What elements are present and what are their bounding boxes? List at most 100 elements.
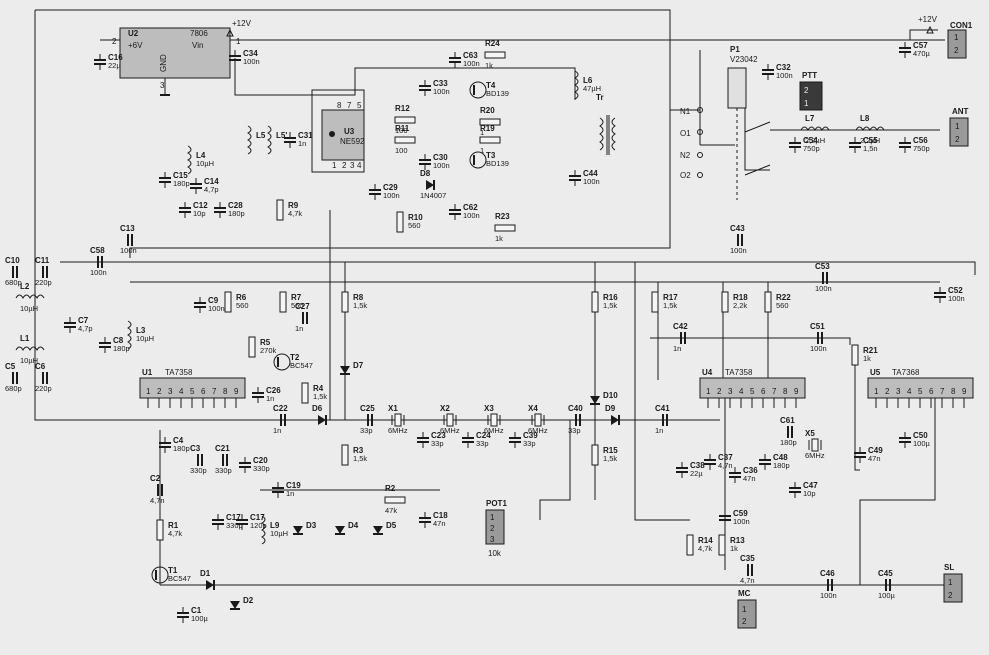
u1-pin: 6 bbox=[201, 387, 206, 396]
u2-p2: 2 bbox=[112, 37, 117, 46]
c39-value: 33p bbox=[523, 439, 536, 448]
c61-ref: C61 bbox=[780, 416, 795, 425]
l9-value: 10µH bbox=[270, 529, 288, 538]
c14-value: 4,7p bbox=[204, 185, 219, 194]
c21-value: 330p bbox=[215, 466, 232, 475]
connector-sl: SL 1 2 bbox=[943, 563, 963, 603]
u3-body bbox=[321, 109, 365, 161]
u1-pin: 8 bbox=[223, 387, 228, 396]
c34-value: 100n bbox=[243, 57, 260, 66]
l8-ref: L8 bbox=[860, 114, 870, 123]
u4-ref: U4 bbox=[702, 368, 713, 377]
c45-value: 100µ bbox=[878, 591, 896, 600]
c12-ref: C12 bbox=[193, 201, 208, 210]
r15-ref: R15 bbox=[603, 446, 618, 455]
l4-value: 10µH bbox=[196, 159, 214, 168]
r2-value: 47k bbox=[385, 506, 397, 515]
c30-value: 100n bbox=[433, 161, 450, 170]
r20-ref: R20 bbox=[480, 106, 495, 115]
c41-ref: C41 bbox=[655, 404, 670, 413]
r12-value: 100 bbox=[395, 126, 408, 135]
l5-ref: L5 bbox=[256, 131, 266, 140]
c43-ref: C43 bbox=[730, 224, 745, 233]
c54-ref: C54 bbox=[803, 136, 818, 145]
c20-value: 330p bbox=[253, 464, 270, 473]
x3-value: 6MHz bbox=[484, 426, 504, 435]
r18-value: 2,2k bbox=[733, 301, 747, 310]
c12-value: 10p bbox=[193, 209, 206, 218]
c49-ref: C49 bbox=[868, 446, 883, 455]
c56-value: 750p bbox=[913, 144, 930, 153]
c17a-value: 330p bbox=[226, 521, 243, 530]
r23-ref: R23 bbox=[495, 212, 510, 221]
x2-ref: X2 bbox=[440, 404, 450, 413]
ic-u3: U3 NE592 8 7 5 1 2 3 4 bbox=[311, 89, 365, 173]
r8-ref: R8 bbox=[353, 293, 364, 302]
c29-value: 100n bbox=[383, 191, 400, 200]
c31-value: 1n bbox=[298, 139, 306, 148]
c58-value: 100n bbox=[90, 268, 107, 277]
component-r9: R94,7k bbox=[276, 199, 302, 221]
c47-value: 10p bbox=[803, 489, 816, 498]
r14-value: 4,7k bbox=[698, 544, 712, 553]
c35-ref: C35 bbox=[740, 554, 755, 563]
c19-ref: C19 bbox=[286, 481, 301, 490]
connector-ptt: PTT 2 1 bbox=[799, 71, 823, 111]
r7-value: 560 bbox=[291, 301, 304, 310]
c17b-ref: C17 bbox=[250, 513, 265, 522]
c43-value: 100n bbox=[730, 246, 747, 255]
u4-pin: 3 bbox=[728, 387, 733, 396]
r3-ref: R3 bbox=[353, 446, 364, 455]
t3-ref: T3 bbox=[486, 151, 496, 160]
c10-ref: C10 bbox=[5, 256, 20, 265]
c49-value: 47n bbox=[868, 454, 881, 463]
l2-value: 10µH bbox=[20, 304, 38, 313]
r17-value: 1,5k bbox=[663, 301, 677, 310]
c48-value: 180p bbox=[773, 461, 790, 470]
x4-ref: X4 bbox=[528, 404, 538, 413]
t2-ref: T2 bbox=[290, 353, 300, 362]
c55-value: 1,5n bbox=[863, 144, 878, 153]
c5-ref: C5 bbox=[5, 362, 16, 371]
r24-value: 1k bbox=[485, 61, 493, 70]
r13-value: 1k bbox=[730, 544, 738, 553]
r10-ref: R10 bbox=[408, 213, 423, 222]
c13-value: 100n bbox=[120, 246, 137, 255]
c7-value: 4,7p bbox=[78, 324, 93, 333]
component-r8: R81,5k bbox=[341, 291, 367, 313]
d7-ref: D7 bbox=[353, 361, 364, 370]
u1-ref: U1 bbox=[142, 368, 153, 377]
c47-ref: C47 bbox=[803, 481, 818, 490]
c40-ref: C40 bbox=[568, 404, 583, 413]
c53-ref: C53 bbox=[815, 262, 830, 271]
c19-value: 1n bbox=[286, 489, 294, 498]
u3-part: NE592 bbox=[340, 137, 365, 146]
component-l5p: L5' bbox=[267, 125, 287, 155]
u2-part: 7806 bbox=[190, 29, 208, 38]
